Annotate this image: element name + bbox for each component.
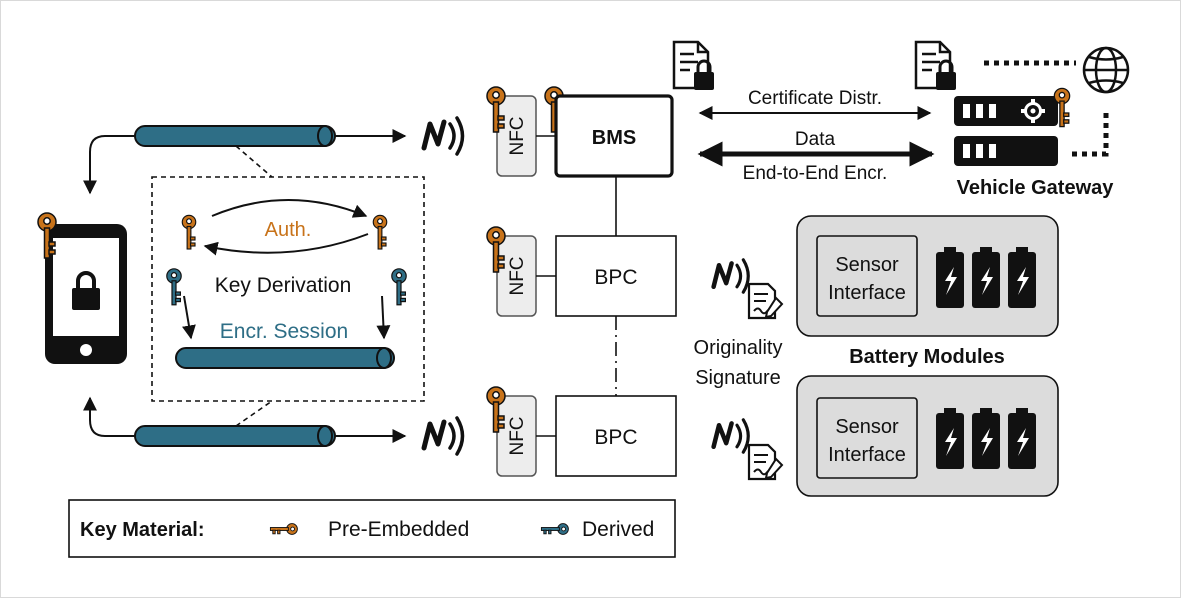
auth-arrow-right: [211, 199, 368, 218]
derive-arrow-right: [376, 295, 391, 340]
zoom-line-bottom: [235, 400, 273, 427]
auth-key-left-icon: [181, 214, 197, 250]
certificate-lock-icon-right: [914, 40, 958, 92]
battery-module-1: Sensor Interface: [796, 215, 1059, 337]
battery-icon-2b: [972, 408, 1000, 469]
nfc-tag-bpc-2: NFC: [496, 395, 537, 477]
bpc-box-2: BPC: [555, 395, 677, 477]
legend-derived-label: Derived: [582, 518, 654, 541]
svg-text:Interface: Interface: [828, 282, 906, 304]
battery-icon-2c: [1008, 408, 1036, 469]
arrow-pipe-to-phone-top: [83, 135, 135, 195]
nfc-wave-icon-top: [424, 118, 463, 154]
svg-text:BPC: BPC: [594, 426, 637, 449]
svg-text:NFC: NFC: [507, 116, 528, 155]
auth-key-right-icon: [372, 214, 388, 250]
svg-text:Interface: Interface: [828, 444, 906, 466]
data-label: Data: [795, 129, 836, 150]
zoom-line-top: [235, 145, 273, 178]
nfc-tag-bms: NFC: [496, 95, 537, 177]
gateway-internet-link-side: [1070, 113, 1109, 157]
svg-text:NFC: NFC: [507, 256, 528, 295]
sensor-interface-label-1: Sensor: [835, 254, 899, 276]
bms-box: BMS: [554, 94, 674, 178]
originality-label-line1: Originality: [694, 337, 783, 359]
derived-key-right-icon: [391, 268, 407, 306]
nfc-wave-icon-module-2: [714, 420, 749, 452]
auth-arrow-left: [203, 233, 369, 256]
svg-text:BPC: BPC: [594, 266, 637, 289]
nfc-tag-bpc-1: NFC: [496, 235, 537, 317]
legend-pre-embedded-label: Pre-Embedded: [328, 518, 469, 541]
smartphone-lock-icon: [45, 224, 127, 364]
signed-document-icon-2: [747, 443, 784, 481]
end-to-end-label: End-to-End Encr.: [743, 163, 888, 184]
battery-icon-1a: [936, 247, 964, 308]
auth-label: Auth.: [265, 219, 312, 241]
session-pipe-detail: [175, 347, 395, 369]
svg-text:BMS: BMS: [592, 127, 636, 149]
nfc-wave-icon-bottom: [424, 418, 463, 454]
bpc-box-1: BPC: [555, 235, 677, 317]
svg-text:NFC: NFC: [507, 416, 528, 455]
nfc-wave-icon-module-1: [714, 260, 749, 292]
derive-arrow-left: [182, 295, 196, 340]
battery-module-2: Sensor Interface: [796, 375, 1059, 497]
battery-icon-1b: [972, 247, 1000, 308]
sensor-interface-label-2: Sensor: [835, 416, 899, 438]
encr-session-label: Encr. Session: [220, 320, 348, 343]
certificate-lock-icon-left: [672, 40, 716, 92]
certificate-distr-label: Certificate Distr.: [748, 88, 882, 109]
originality-label-line2: Signature: [695, 367, 781, 389]
signed-document-icon-1: [747, 282, 784, 320]
key-derivation-label: Key Derivation: [215, 274, 352, 297]
battery-icon-2a: [936, 408, 964, 469]
vehicle-gateway-label: Vehicle Gateway: [957, 177, 1115, 199]
server-gear-icon: [954, 96, 1058, 166]
battery-modules-label: Battery Modules: [849, 346, 1005, 368]
session-pipe-bottom: [134, 425, 336, 447]
session-pipe-top: [134, 125, 336, 147]
arrow-pipe-to-phone-bottom: [83, 396, 135, 437]
legend-title: Key Material:: [80, 519, 205, 541]
battery-icon-1c: [1008, 247, 1036, 308]
derived-key-left-icon: [166, 268, 182, 306]
globe-icon: [1082, 46, 1130, 94]
session-detail-box: [151, 176, 425, 402]
legend: Key Material: Pre-Embedded Derived: [68, 499, 676, 558]
